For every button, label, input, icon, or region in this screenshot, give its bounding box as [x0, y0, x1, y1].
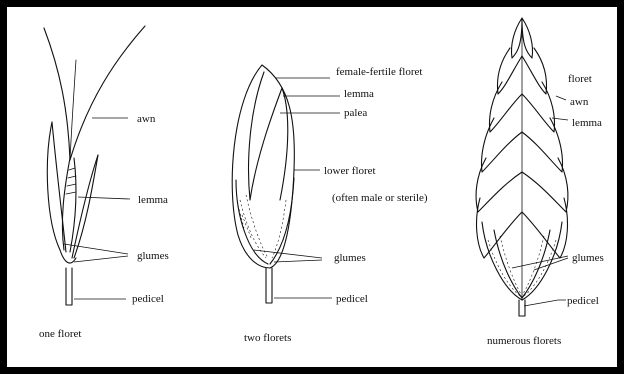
- label-floret-3: floret: [568, 73, 592, 85]
- label-glumes-1: glumes: [137, 250, 169, 262]
- label-pedicel-3: pedicel: [567, 295, 599, 307]
- numerous-florets-drawing: [476, 18, 568, 316]
- label-palea: palea: [344, 107, 367, 119]
- label-glumes-3: glumes: [572, 252, 604, 264]
- awn-leader-3: [556, 96, 566, 100]
- caption-two-florets: two florets: [244, 332, 291, 344]
- caption-one-floret: one floret: [39, 328, 81, 340]
- label-awn-1: awn: [137, 113, 156, 125]
- label-lemma-2: lemma: [344, 88, 374, 100]
- label-lemma-3: lemma: [572, 117, 602, 129]
- diagram-frame: [4, 4, 621, 371]
- label-awn-3: awn: [570, 96, 589, 108]
- label-pedicel-1: pedicel: [132, 293, 164, 305]
- glumes-leader-3: [512, 256, 568, 270]
- label-lower-floret: lower floret: [324, 165, 376, 177]
- two-florets-drawing: [232, 65, 294, 303]
- label-lemma-1: lemma: [138, 194, 168, 206]
- label-pedicel-2: pedicel: [336, 293, 368, 305]
- caption-numerous-florets: numerous florets: [487, 335, 561, 347]
- glumes-leader-2: [254, 250, 322, 262]
- one-floret-drawing: [44, 26, 145, 305]
- label-glumes-2: glumes: [334, 252, 366, 264]
- label-lower-floret-note: (often male or sterile): [332, 192, 428, 204]
- pedicel-leader-3: [524, 300, 566, 306]
- label-female-fertile-floret: female-fertile floret: [336, 66, 422, 78]
